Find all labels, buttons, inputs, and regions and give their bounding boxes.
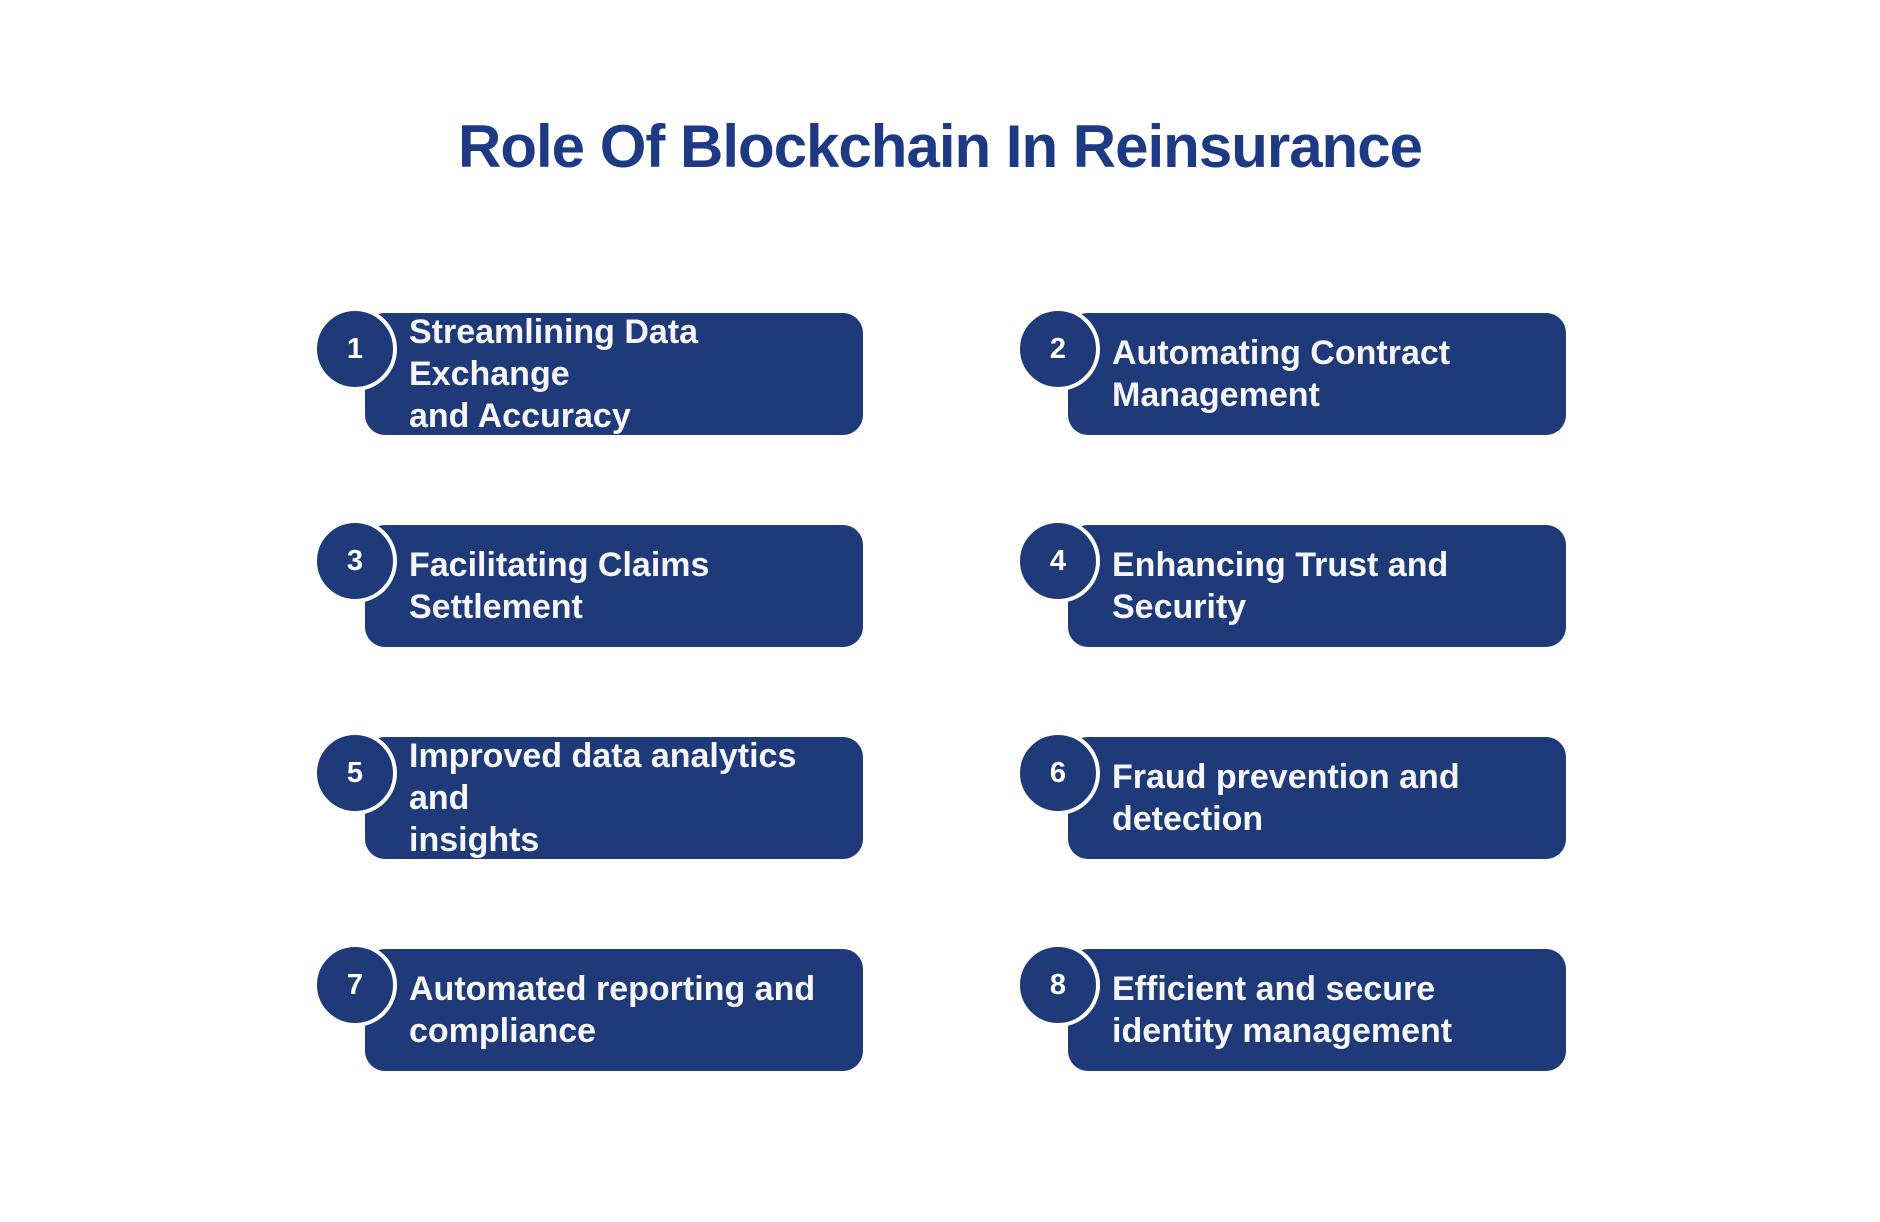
card-label-6: Fraud prevention and detection bbox=[1112, 758, 1460, 838]
card-8: 8 Efficient and secure identity manageme… bbox=[1016, 943, 1566, 1071]
card-label-2: Automating Contract Management bbox=[1112, 334, 1451, 414]
badge-number: 2 bbox=[1049, 332, 1067, 365]
badge-number: 1 bbox=[346, 332, 364, 365]
card-5: 5 Improved data analytics and insights bbox=[313, 731, 863, 859]
card-label-1: Streamlining Data Exchange and Accuracy bbox=[409, 313, 699, 435]
card-label-3: Facilitating Claims Settlement bbox=[409, 546, 710, 626]
cards-grid: 1 Streamlining Data Exchange and Accurac… bbox=[313, 307, 1566, 1071]
card-1: 1 Streamlining Data Exchange and Accurac… bbox=[313, 307, 863, 435]
card-6: 6 Fraud prevention and detection bbox=[1016, 731, 1566, 859]
badge-number: 6 bbox=[1049, 756, 1067, 789]
card-label-4: Enhancing Trust and Security bbox=[1112, 546, 1449, 626]
card-label-7: Automated reporting and compliance bbox=[409, 970, 816, 1050]
number-badge-5: 5 bbox=[313, 731, 397, 815]
badge-number: 5 bbox=[346, 756, 364, 789]
card-3: 3 Facilitating Claims Settlement bbox=[313, 519, 863, 647]
card-7: 7 Automated reporting and compliance bbox=[313, 943, 863, 1071]
badge-number: 4 bbox=[1049, 544, 1067, 577]
number-badge-1: 1 bbox=[313, 307, 397, 391]
number-badge-8: 8 bbox=[1016, 943, 1100, 1027]
number-badge-4: 4 bbox=[1016, 519, 1100, 603]
badge-number: 7 bbox=[346, 968, 364, 1001]
badge-number: 3 bbox=[346, 544, 364, 577]
number-badge-2: 2 bbox=[1016, 307, 1100, 391]
number-badge-6: 6 bbox=[1016, 731, 1100, 815]
number-badge-3: 3 bbox=[313, 519, 397, 603]
badge-number: 8 bbox=[1049, 968, 1067, 1001]
page-title: Role Of Blockchain In Reinsurance bbox=[458, 113, 1423, 181]
card-label-8: Efficient and secure identity management bbox=[1112, 970, 1453, 1050]
number-badge-7: 7 bbox=[313, 943, 397, 1027]
card-4: 4 Enhancing Trust and Security bbox=[1016, 519, 1566, 647]
card-label-5: Improved data analytics and insights bbox=[409, 737, 797, 859]
card-2: 2 Automating Contract Management bbox=[1016, 307, 1566, 435]
